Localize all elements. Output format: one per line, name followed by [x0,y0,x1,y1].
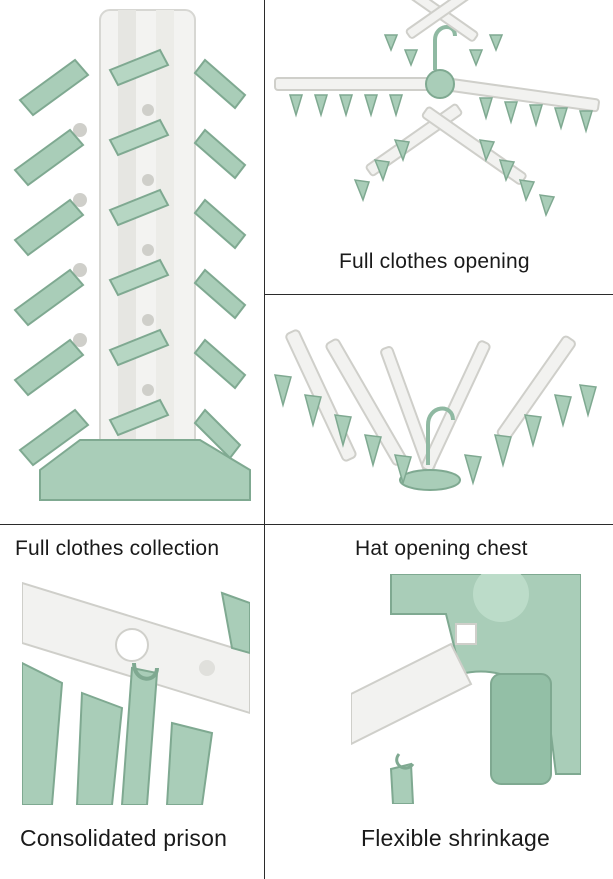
hook-icon [132,662,159,681]
horizontal-divider-middle [0,524,613,525]
folded-dryer-illustration [13,9,251,501]
caption-consolidated: Consolidated prison [20,825,228,851]
open-dryer-illustration [274,0,600,218]
hook-icon [426,406,455,465]
caption-full-collection: Full clothes collection [15,537,220,560]
hat-opening-illustration [273,329,597,491]
panel-flexible [351,574,581,804]
panel-hat-opening [265,295,613,524]
caption-flexible: Flexible shrinkage [361,825,550,851]
consolidated-closeup-illustration [22,573,250,805]
hook-icon [433,25,457,70]
flexible-closeup-illustration [351,574,581,804]
hook-icon [395,753,415,770]
vertical-divider [264,0,265,879]
panel-full-opening: Full clothes opening [265,0,613,294]
caption-full-opening: Full clothes opening [339,250,530,273]
panel-folded-dryer [0,0,264,524]
caption-hat-opening: Hat opening chest [355,537,528,560]
panel-consolidated [22,573,250,805]
horizontal-divider-upper-right [264,294,613,295]
